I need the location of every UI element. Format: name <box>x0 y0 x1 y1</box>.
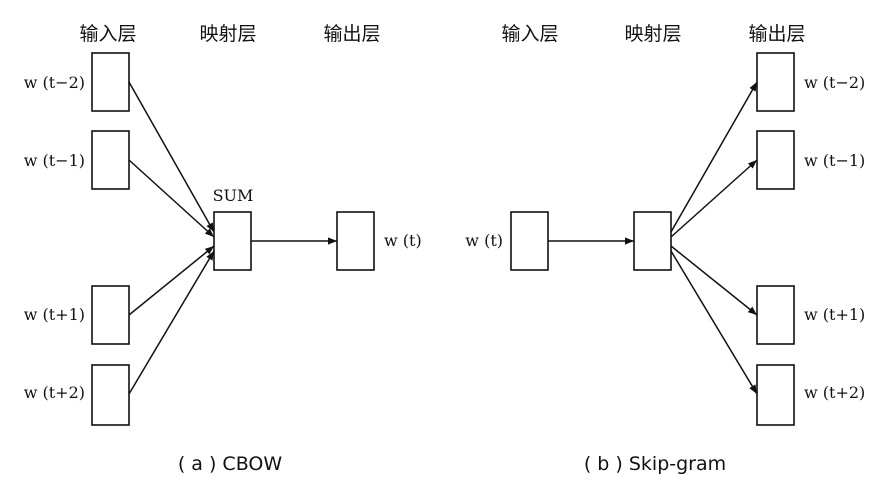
cbow-context-word-t-1: w (t−1) <box>24 151 85 170</box>
skipgram-context-box-t+2 <box>756 364 795 426</box>
skipgram-arrow-t+2 <box>670 250 758 395</box>
cbow-caption: ( a ) CBOW <box>178 453 283 475</box>
cbow-context-box-t-2 <box>91 52 130 112</box>
skipgram-arrow-t+1 <box>670 245 758 316</box>
cbow-context-box-t+2 <box>91 364 130 426</box>
cbow-arrow-t+1 <box>128 245 215 316</box>
cbow-context-word-t+1: w (t+1) <box>24 305 85 324</box>
skipgram-context-word-t+2: w (t+2) <box>804 383 865 402</box>
cbow-sum-label: SUM <box>213 186 254 205</box>
cbow-arrow-t+2 <box>128 250 215 395</box>
skipgram-context-word-t-1: w (t−1) <box>804 151 865 170</box>
skipgram-input-box <box>510 211 549 271</box>
skipgram-projection-layer-header: 映射层 <box>624 23 681 45</box>
skipgram-context-box-t-1 <box>756 130 795 190</box>
skipgram-context-box-t-2 <box>756 52 795 112</box>
cbow-projection-layer-header: 映射层 <box>199 23 256 45</box>
cbow-context-box-t+1 <box>91 285 130 345</box>
skipgram-output-layer-header: 输出层 <box>748 23 805 45</box>
cbow-arrow-t-2 <box>128 81 215 233</box>
skipgram-context-word-t-2: w (t−2) <box>804 73 865 92</box>
skipgram-input-word: w (t) <box>465 231 503 250</box>
skipgram-arrow-t-2 <box>670 81 758 233</box>
cbow-arrow-t-1 <box>128 159 215 238</box>
cbow-input-layer-header: 输入层 <box>79 23 136 45</box>
cbow-projection-box <box>213 211 252 271</box>
skipgram-panel: 输入层 映射层 输出层 w (t) w (t−2) w (t−1) w (t+1… <box>465 23 865 475</box>
cbow-context-word-t+2: w (t+2) <box>24 383 85 402</box>
cbow-panel: 输入层 映射层 输出层 w (t−2) w (t−1) w (t+1) w (t… <box>24 23 422 475</box>
skipgram-context-box-t+1 <box>756 285 795 345</box>
skipgram-context-word-t+1: w (t+1) <box>804 305 865 324</box>
cbow-output-box <box>336 211 375 271</box>
skipgram-projection-box <box>633 211 672 271</box>
cbow-output-word: w (t) <box>384 231 422 250</box>
skipgram-caption: ( b ) Skip-gram <box>584 453 726 475</box>
skipgram-arrow-t-1 <box>670 159 758 238</box>
cbow-output-layer-header: 输出层 <box>323 23 380 45</box>
cbow-context-word-t-2: w (t−2) <box>24 73 85 92</box>
skipgram-input-layer-header: 输入层 <box>501 23 558 45</box>
cbow-context-box-t-1 <box>91 130 130 190</box>
